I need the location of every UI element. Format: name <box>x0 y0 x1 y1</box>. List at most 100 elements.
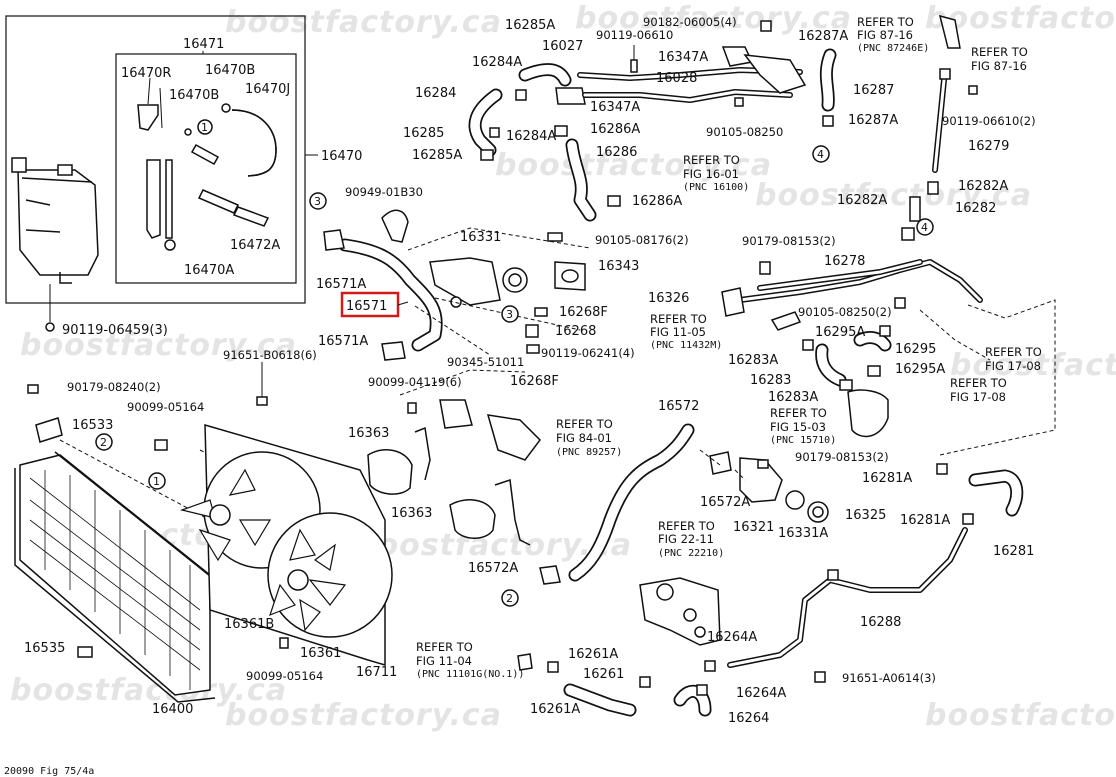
part-label-16572: 16572 <box>658 399 699 414</box>
part-label-16261: 16261 <box>583 667 624 682</box>
part-label-16285: 16285 <box>403 126 444 141</box>
fan-motor <box>449 499 496 539</box>
part-label-16470A: 16470A <box>184 263 234 278</box>
part-label-16281A: 16281A <box>900 513 950 528</box>
part-label-90105-08250: 90105-08250(2) <box>798 305 892 319</box>
refer-label: REFER TO <box>971 45 1028 59</box>
water-outlet <box>429 257 501 306</box>
refer-label: FIG 11-04 <box>416 654 472 668</box>
refer-label: (PNC 15710) <box>770 435 836 446</box>
part-label-16572A: 16572A <box>468 561 518 576</box>
refer-label: REFER TO <box>950 376 1007 390</box>
part-label-16278: 16278 <box>824 254 865 269</box>
part-label-16282A: 16282A <box>837 193 887 208</box>
lower-hose-group: 2 16572 90179-08153(2) 16281A 16572A 163… <box>468 399 1034 685</box>
part-label-16287A: 16287A <box>848 113 898 128</box>
part-label-16470B: 16470B <box>205 63 255 78</box>
part-label-16268F: 16268F <box>510 374 559 389</box>
refer-label: (PNC 16100) <box>683 182 749 193</box>
part-label-16295: 16295 <box>895 342 936 357</box>
bypass-fitting-group: 16264A REFER TO FIG 11-04 (PNC 11101G(NO… <box>416 577 786 726</box>
upper-hose-group: 3 3 90949-01B30 16331 90105-08176(2) 163… <box>309 185 689 389</box>
part-label-16571: 16571 <box>346 299 387 314</box>
fan-ring-right <box>267 512 393 638</box>
part-label-90179-08153: 90179-08153(2) <box>742 234 836 248</box>
part-label-90949-01B30: 90949-01B30 <box>345 185 423 199</box>
fan-motor <box>367 449 413 495</box>
watermark: boostfactory.ca <box>10 673 287 708</box>
part-label-91651-A0614: 91651-A0614(3) <box>842 671 936 685</box>
part-label-16470B: 16470B <box>169 88 219 103</box>
watermark: boostfactory.ca <box>495 148 772 183</box>
part-label-16285A: 16285A <box>412 148 462 163</box>
part-label-16281: 16281 <box>993 544 1034 559</box>
part-label-16279: 16279 <box>968 139 1009 154</box>
part-label-16282: 16282 <box>955 201 996 216</box>
part-label-16284A: 16284A <box>472 55 522 70</box>
reservoir-tank <box>17 169 99 276</box>
part-label-90119-06459: 90119-06459(3) <box>62 323 168 338</box>
fan-assembly-group: 16361B 16361 16711 90099-05164 90099-041… <box>179 369 622 683</box>
part-label-90099-05164: 90099-05164 <box>127 400 204 414</box>
marker-1: 1 <box>201 121 208 134</box>
fan-hub <box>287 569 309 591</box>
part-label-90099-04119: 90099-04119(6) <box>368 375 462 389</box>
marker-2: 2 <box>100 436 107 449</box>
clamp-icon <box>381 341 406 361</box>
radiator-core <box>19 454 211 696</box>
part-label-16331: 16331 <box>460 230 501 245</box>
refer-label: FIG 87-16 <box>857 28 913 42</box>
watermark: boostfactory.ca <box>225 698 502 733</box>
refer-label: FIG 87-16 <box>971 59 1027 73</box>
part-label-16472A: 16472A <box>230 238 280 253</box>
part-label-16264A: 16264A <box>707 630 757 645</box>
part-label-16286A: 16286A <box>590 122 640 137</box>
reservoir-group: 16471 1 16470R 16470B 16470B 16470J 1647… <box>5 15 362 338</box>
part-label-16281A: 16281A <box>862 471 912 486</box>
part-label-90105-08250: 90105-08250 <box>706 125 783 139</box>
part-label-90179-08240: 90179-08240(2) <box>67 380 161 394</box>
part-label-16711: 16711 <box>356 665 397 680</box>
part-label-16284: 16284 <box>415 86 456 101</box>
watermark: boostfactory.ca <box>755 178 1032 213</box>
part-label-16331A: 16331A <box>778 526 828 541</box>
part-label-16361B: 16361B <box>224 617 274 632</box>
reservoir-subframe <box>115 53 297 284</box>
watermark: boostfactory.ca <box>950 348 1116 383</box>
part-label-16286: 16286 <box>596 145 637 160</box>
part-label-16261A: 16261A <box>568 647 618 662</box>
part-label-16363: 16363 <box>391 506 432 521</box>
part-label-16287: 16287 <box>853 83 894 98</box>
clamp-icon <box>323 229 345 251</box>
part-label-16363: 16363 <box>348 426 389 441</box>
part-label-91651-B0618: 91651-B0618(6) <box>223 348 317 362</box>
part-label-16264: 16264 <box>728 711 769 726</box>
refer-label: REFER TO <box>556 417 613 431</box>
refer-label: REFER TO <box>985 345 1042 359</box>
part-label-16295A: 16295A <box>815 325 865 340</box>
reservoir-cap <box>11 157 27 173</box>
part-label-16533: 16533 <box>72 418 113 433</box>
part-label-90119-06241: 90119-06241(4) <box>541 346 635 360</box>
refer-label: REFER TO <box>770 406 827 420</box>
part-label-16326: 16326 <box>648 291 689 306</box>
part-label-16283: 16283 <box>750 373 791 388</box>
refer-label: (PNC 87246E) <box>857 43 929 54</box>
part-label-90345-51011: 90345-51011 <box>447 355 524 369</box>
watermark: boostfactory.ca <box>20 328 297 363</box>
part-label-16325: 16325 <box>845 508 886 523</box>
part-label-16571A: 16571A <box>318 334 368 349</box>
watermark: boostfactory.ca <box>575 1 852 36</box>
part-label-16347A: 16347A <box>658 50 708 65</box>
marker-2: 2 <box>506 592 513 605</box>
refer-label: FIG 16-01 <box>683 167 739 181</box>
part-label-16572A: 16572A <box>700 495 750 510</box>
bolt-icon <box>45 322 55 332</box>
part-label-16288: 16288 <box>860 615 901 630</box>
refer-label: REFER TO <box>416 640 473 654</box>
part-label-16027: 16027 <box>542 39 583 54</box>
watermark: boostfactory.ca <box>925 698 1116 733</box>
footer-text: 20090 Fig 75/4a <box>4 766 94 777</box>
marker-3: 3 <box>506 308 513 321</box>
part-label-16282A: 16282A <box>958 179 1008 194</box>
